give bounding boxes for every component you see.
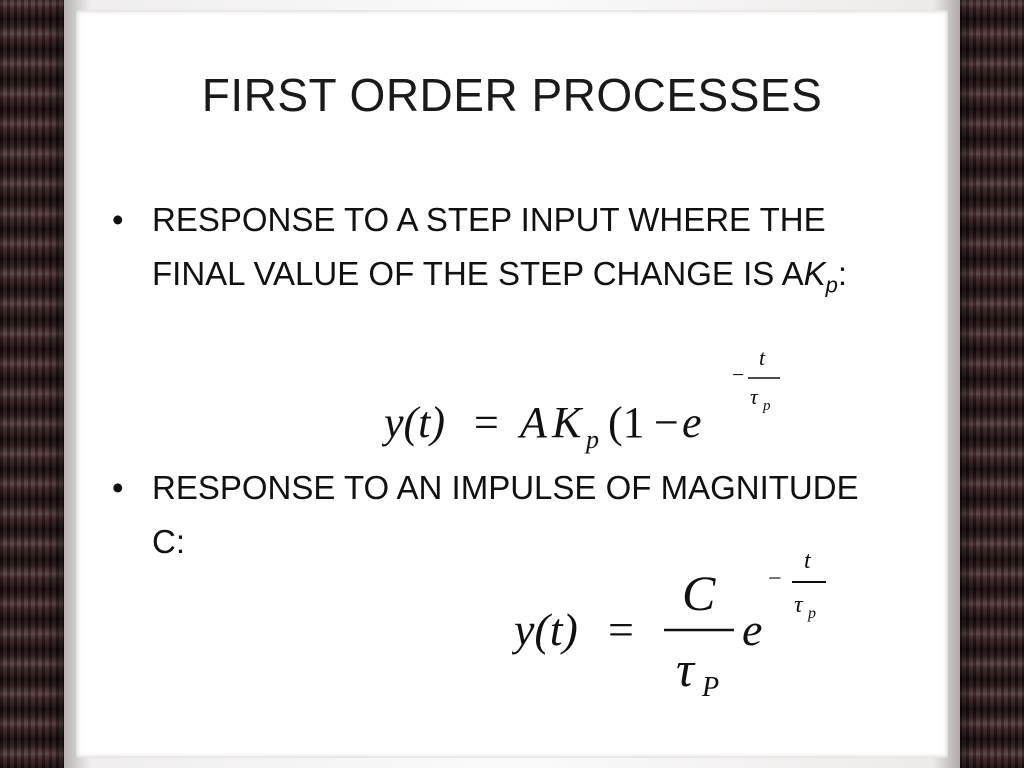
eq1-paren: (1 — [608, 398, 645, 447]
bullet-var-k: K — [803, 255, 826, 292]
eq1-equals: = — [474, 398, 499, 447]
bullet-step-response: • RESPONSE TO A STEP INPUT WHERE THE FIN… — [112, 193, 892, 313]
bullet-text-end: : — [837, 255, 848, 292]
slide-title: FIRST ORDER PROCESSES — [201, 69, 823, 121]
eq1-e: e — [682, 398, 702, 447]
bullet-impulse-response: • RESPONSE TO AN IMPULSE OF MAGNITUDE C: — [112, 461, 892, 569]
bullet-marker: • — [112, 469, 124, 506]
eq2-exp-den-sub: p — [807, 605, 816, 622]
eq2-exp-num: t — [804, 548, 812, 574]
equation-step-svg: y(t) = A K p (1 − e − t τ p — [382, 345, 780, 454]
bullet-text: RESPONSE TO A STEP INPUT WHERE THE FINAL… — [152, 193, 892, 313]
eq2-e: e — [742, 604, 762, 655]
bullet-text-main: RESPONSE TO A STEP INPUT WHERE THE FINAL… — [152, 201, 826, 292]
eq2-frac-den-sub: P — [701, 672, 719, 703]
equation-impulse-response: y(t) = C τ P e − t τ p — [512, 548, 852, 708]
eq1-a: A — [517, 398, 548, 447]
content-panel — [76, 10, 948, 758]
eq1-lhs: y(t) — [382, 398, 445, 447]
eq1-exp-num: t — [759, 345, 766, 370]
eq2-frac-num: C — [682, 565, 716, 621]
eq2-equals: = — [608, 604, 634, 655]
eq1-exp-den: τ — [750, 384, 759, 409]
eq1-exp-den-sub: p — [762, 398, 771, 414]
eq2-frac-den: τ — [676, 641, 696, 697]
bullet-var-sub: p — [825, 272, 838, 298]
eq1-minus: − — [654, 398, 679, 447]
equation-step-response: y(t) = A K p (1 − e − t τ p — [382, 340, 802, 460]
eq2-exp-den: τ — [794, 592, 804, 618]
bullet-text: RESPONSE TO AN IMPULSE OF MAGNITUDE C: — [152, 469, 859, 560]
equation-impulse-svg: y(t) = C τ P e − t τ p — [512, 548, 826, 703]
eq1-exp-sign: − — [732, 362, 744, 387]
eq2-lhs: y(t) — [512, 604, 578, 655]
eq2-exp-sign: − — [768, 566, 782, 592]
eq1-k-sub: p — [584, 425, 599, 454]
bullet-marker: • — [112, 201, 124, 238]
eq1-k: K — [551, 398, 584, 447]
